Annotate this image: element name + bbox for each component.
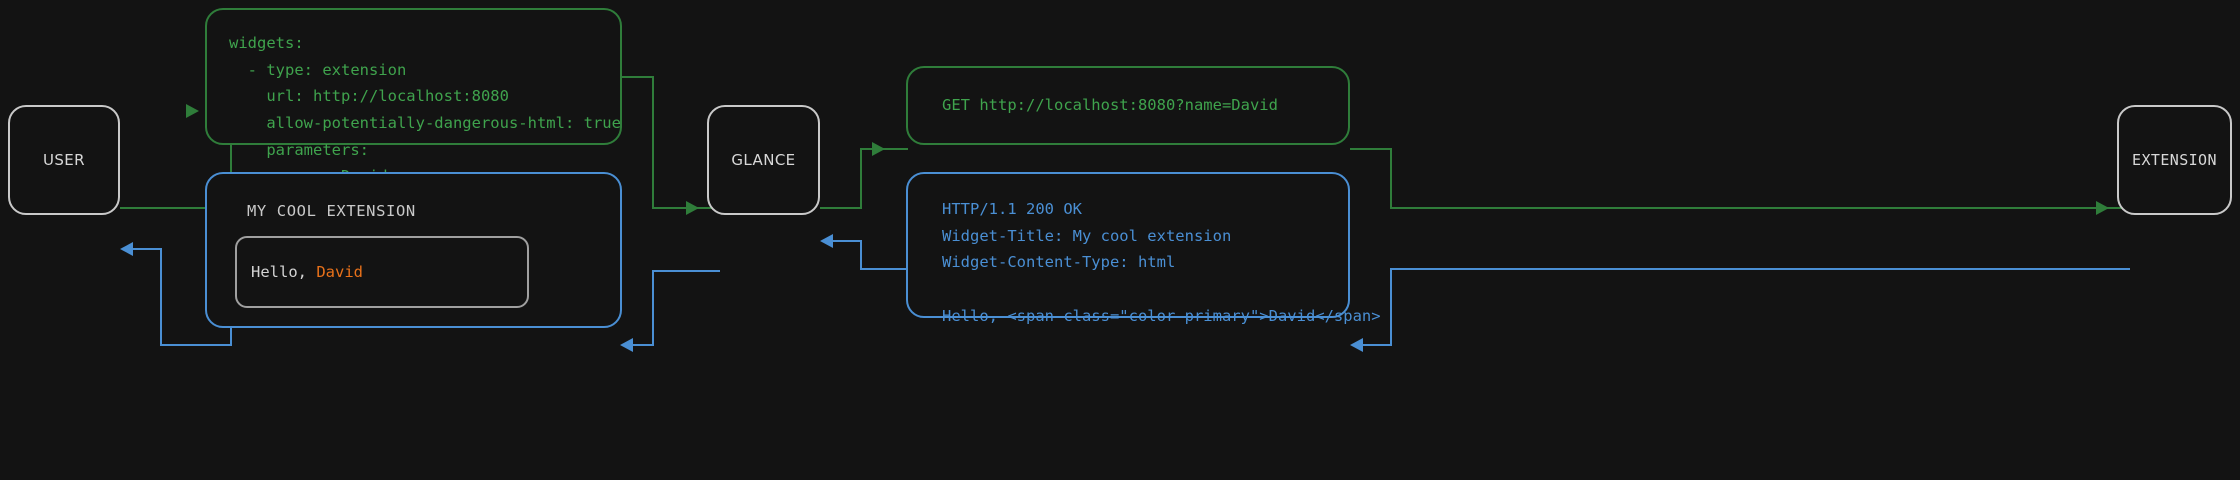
- panel-http-request: GET http://localhost:8080?name=David: [906, 66, 1350, 145]
- http-response-text: HTTP/1.1 200 OK Widget-Title: My cool ex…: [942, 200, 1381, 325]
- connector-glance-to-widget-h2: [632, 344, 654, 346]
- connector-widget-to-user-h1: [160, 344, 232, 346]
- config-yaml-text: widgets: - type: extension url: http://l…: [229, 34, 621, 185]
- rendered-widget-title: MY COOL EXTENSION: [247, 202, 416, 220]
- node-glance-label: GLANCE: [731, 151, 796, 169]
- arrowhead-response-to-glance-icon: [820, 234, 833, 248]
- rendered-widget-name: David: [316, 263, 363, 281]
- connector-extension-to-response-h1: [1390, 268, 2130, 270]
- connector-config-to-glance-v: [652, 76, 654, 209]
- arrowhead-glance-to-request-icon: [872, 142, 885, 156]
- connector-glance-to-widget-h1: [652, 270, 720, 272]
- panel-rendered-widget: MY COOL EXTENSION Hello, David: [205, 172, 622, 328]
- connector-response-to-glance-h2: [832, 240, 862, 242]
- node-extension-label: EXTENSION: [2132, 151, 2217, 169]
- node-glance[interactable]: GLANCE: [707, 105, 820, 215]
- node-user[interactable]: USER: [8, 105, 120, 215]
- arrowhead-config-to-glance-icon: [686, 201, 699, 215]
- connector-user-to-config-h1: [120, 207, 232, 209]
- arrowhead-user-to-config-icon: [186, 104, 199, 118]
- panel-http-response: HTTP/1.1 200 OK Widget-Title: My cool ex…: [906, 172, 1381, 325]
- node-user-label: USER: [42, 151, 85, 169]
- connector-glance-to-request-v: [860, 148, 862, 209]
- connector-response-to-glance-v: [860, 240, 862, 270]
- connector-glance-to-request-h1: [820, 207, 862, 209]
- connector-widget-to-user-v2: [230, 328, 232, 346]
- connector-request-to-extension-v: [1390, 148, 1392, 209]
- connector-glance-to-widget-v: [652, 270, 654, 346]
- arrowhead-widget-to-user-icon: [120, 242, 133, 256]
- connector-response-to-glance-h1: [862, 268, 908, 270]
- arrowhead-request-to-extension-icon: [2096, 201, 2109, 215]
- connector-user-to-config-v: [230, 110, 232, 209]
- connector-request-to-extension-h2: [1390, 207, 2130, 209]
- connector-widget-to-user-h2: [132, 248, 162, 250]
- node-extension[interactable]: EXTENSION: [2117, 105, 2232, 215]
- panel-config-yaml: widgets: - type: extension url: http://l…: [205, 8, 622, 185]
- connector-widget-to-user-v: [160, 248, 162, 346]
- http-request-text: GET http://localhost:8080?name=David: [942, 96, 1278, 115]
- connector-extension-to-response-v: [1390, 268, 1392, 346]
- arrowhead-extension-to-response-icon: [1350, 338, 1363, 352]
- arrowhead-glance-to-widget-icon: [620, 338, 633, 352]
- rendered-widget-greeting: Hello,: [251, 263, 317, 281]
- connector-config-to-glance-h1: [622, 76, 654, 78]
- connector-request-to-extension-h1: [1350, 148, 1392, 150]
- connector-extension-to-response-h2: [1360, 344, 1392, 346]
- rendered-widget-body: Hello, David: [235, 236, 529, 308]
